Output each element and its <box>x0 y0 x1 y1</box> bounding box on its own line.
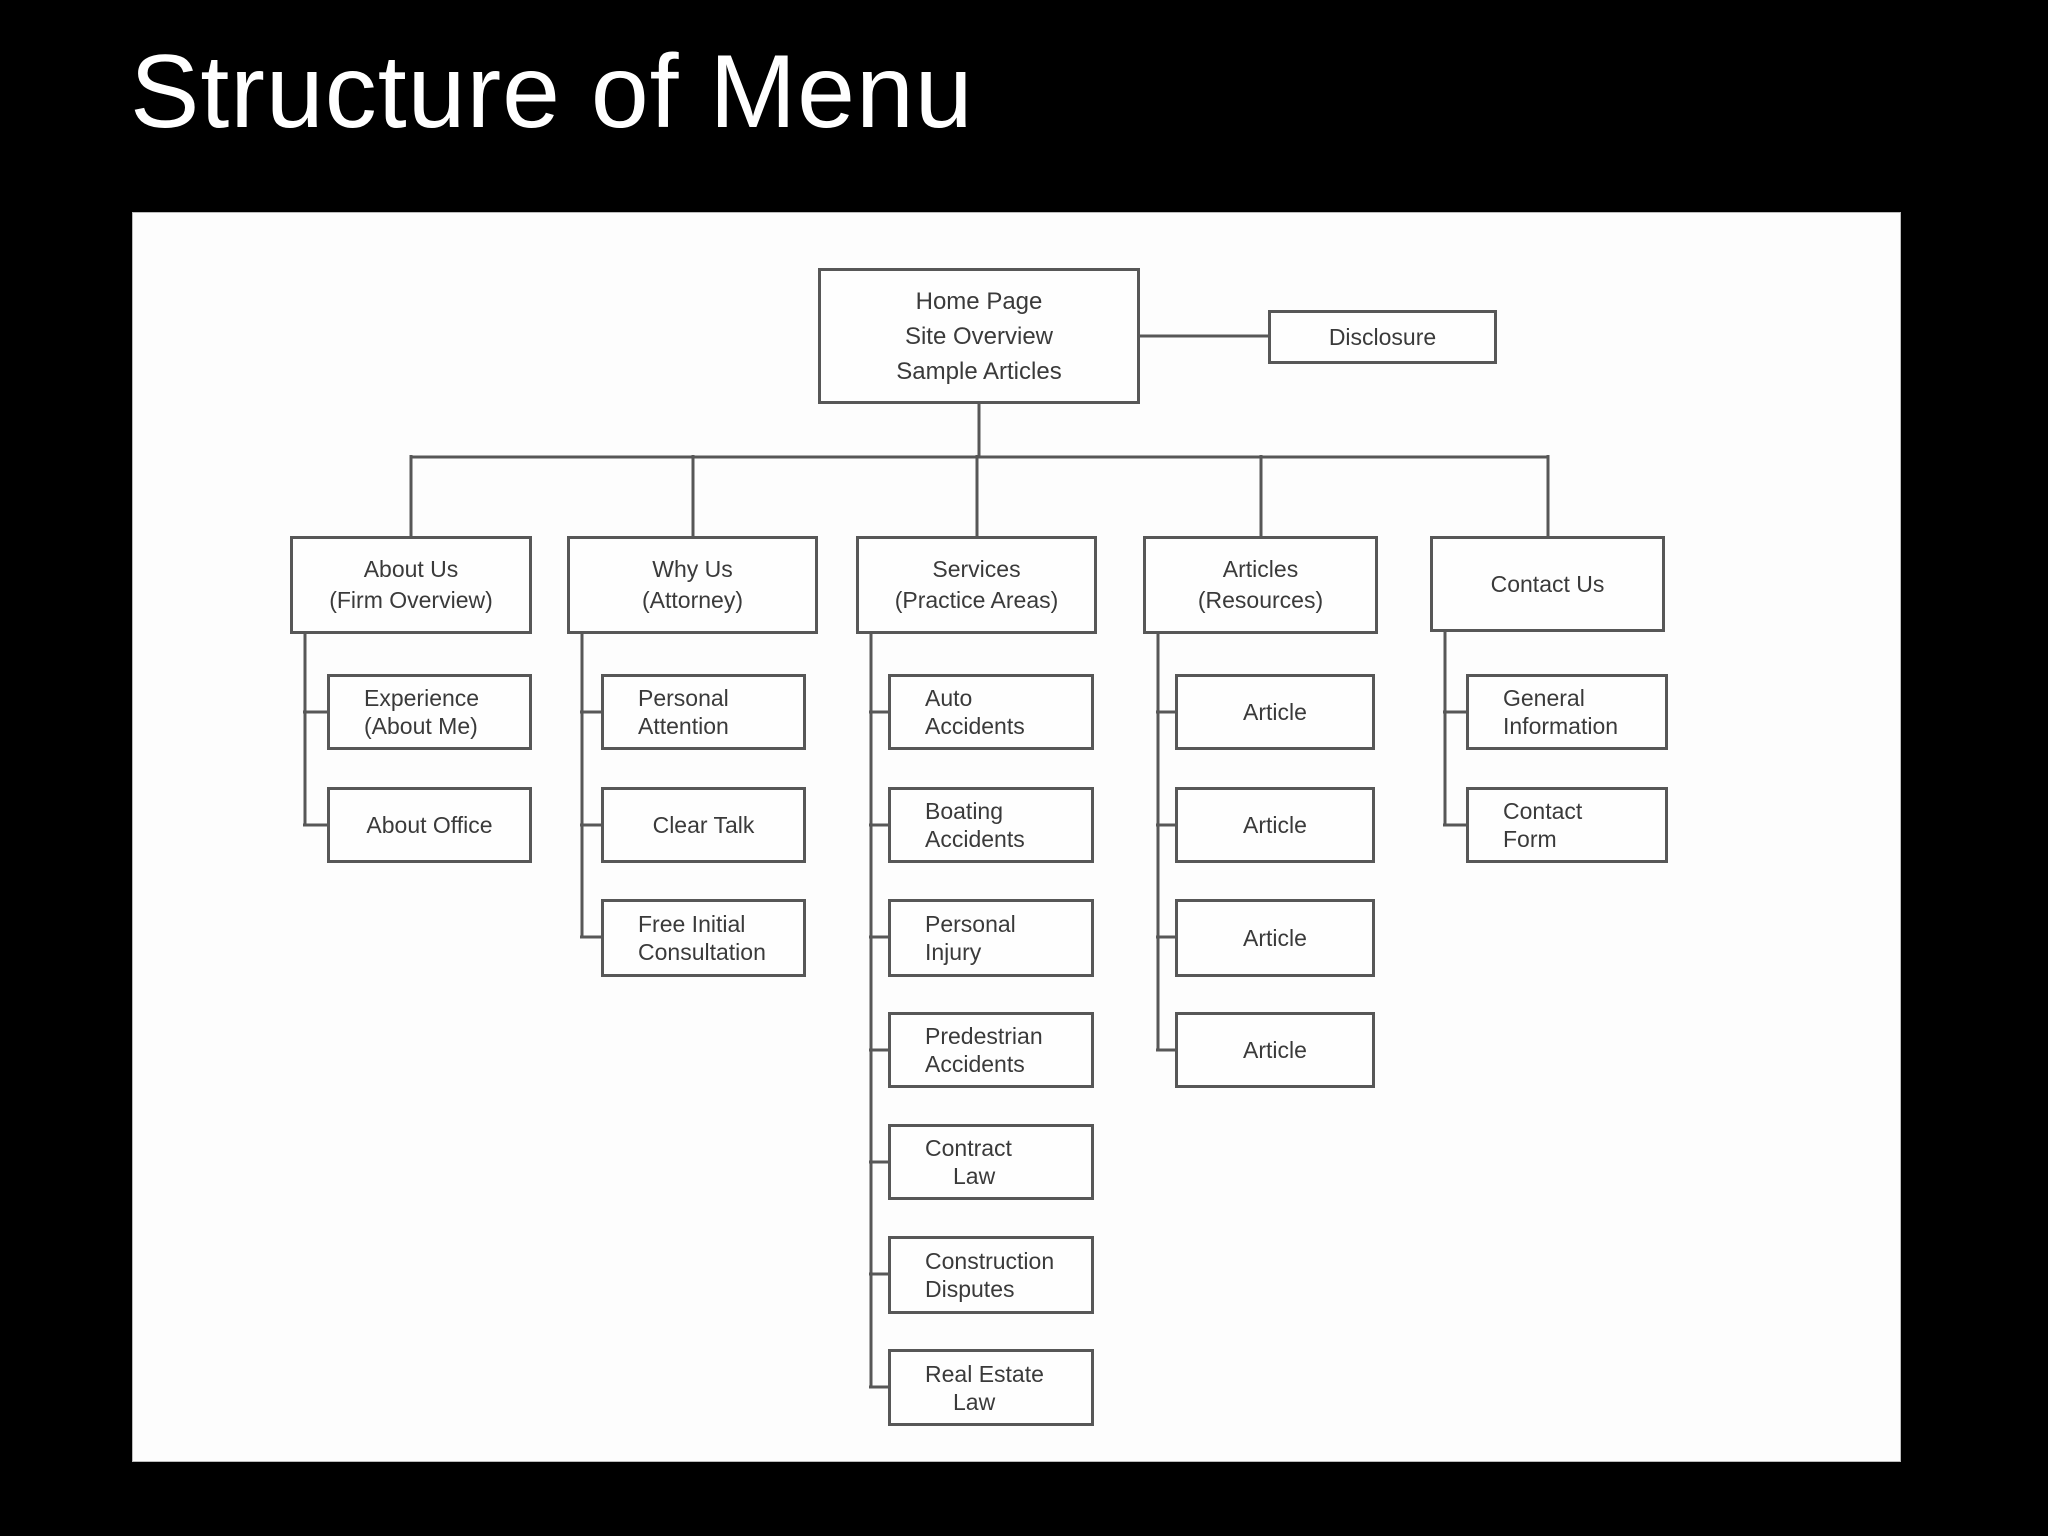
node-label: (Firm Overview) <box>329 587 493 613</box>
node-label: About Us <box>363 556 459 582</box>
node-label: Boating <box>925 798 1004 824</box>
node-label: Article <box>1243 812 1307 838</box>
node-label: Disclosure <box>1328 324 1437 350</box>
node-label: (About Me) <box>364 713 478 739</box>
node-label: Personal <box>925 911 1016 937</box>
node-label: Law <box>953 1163 996 1189</box>
node-label: Contract <box>925 1135 1012 1161</box>
node-label: Clear Talk <box>652 812 755 838</box>
node-label: Predestrian <box>925 1023 1043 1049</box>
node-label: Home Page <box>915 287 1043 315</box>
node-label: (Resources) <box>1197 587 1324 613</box>
node-label: Articles <box>1222 556 1299 582</box>
node-contact-form: Contact Form <box>1466 787 1668 863</box>
node-label: Real Estate <box>925 1360 1044 1387</box>
node-label: Services <box>932 556 1021 582</box>
node-why-us: Why Us (Attorney) <box>567 536 818 634</box>
node-home-page: Home Page Site Overview Sample Articles <box>818 268 1140 404</box>
node-label: Accidents <box>925 1051 1025 1077</box>
node-clear-talk: Clear Talk <box>601 787 806 863</box>
slide-title: Structure of Menu <box>130 34 974 150</box>
node-label: Law <box>953 1388 996 1415</box>
node-label: Article <box>1243 925 1307 951</box>
node-label: Accidents <box>925 713 1025 739</box>
node-article-2: Article <box>1175 787 1375 863</box>
node-disclosure: Disclosure <box>1268 310 1497 364</box>
node-label: Site Overview <box>904 322 1054 350</box>
node-label: Injury <box>925 939 982 965</box>
node-predestrian-accidents: Predestrian Accidents <box>888 1012 1094 1088</box>
node-label: (Practice Areas) <box>894 587 1059 613</box>
node-personal-injury: Personal Injury <box>888 899 1094 977</box>
node-label: Disputes <box>925 1276 1015 1302</box>
node-about-office: About Office <box>327 787 532 863</box>
node-article-1: Article <box>1175 674 1375 750</box>
node-contract-law: Contract Law <box>888 1124 1094 1200</box>
node-label: Form <box>1503 826 1557 852</box>
node-label: Free Initial <box>638 911 746 937</box>
node-label: Contact Us <box>1490 570 1605 597</box>
node-label: Attention <box>638 713 729 739</box>
node-label: Sample Articles <box>896 357 1062 385</box>
node-label: Personal <box>638 685 729 711</box>
node-personal-attention: Personal Attention <box>601 674 806 750</box>
node-general-information: General Information <box>1466 674 1668 750</box>
node-label: Auto <box>925 685 973 711</box>
node-label: Article <box>1243 1037 1307 1063</box>
node-label: About Office <box>366 812 493 838</box>
node-label: General <box>1503 685 1585 711</box>
node-real-estate-law: Real Estate Law <box>888 1349 1094 1426</box>
node-label: Contact <box>1503 798 1583 824</box>
node-articles: Articles (Resources) <box>1143 536 1378 634</box>
node-label: Why Us <box>652 556 733 582</box>
node-services: Services (Practice Areas) <box>856 536 1097 634</box>
node-auto-accidents: Auto Accidents <box>888 674 1094 750</box>
node-label: Article <box>1243 699 1307 725</box>
node-label: (Attorney) <box>642 587 743 613</box>
node-contact-us: Contact Us <box>1430 536 1665 632</box>
node-about-us: About Us (Firm Overview) <box>290 536 532 634</box>
node-article-4: Article <box>1175 1012 1375 1088</box>
node-article-3: Article <box>1175 899 1375 977</box>
node-label: Experience <box>364 685 480 711</box>
node-free-initial-consultation: Free Initial Consultation <box>601 899 806 977</box>
node-label: Accidents <box>925 826 1025 852</box>
node-label: Information <box>1503 713 1619 739</box>
node-label: Construction <box>925 1248 1055 1274</box>
node-boating-accidents: Boating Accidents <box>888 787 1094 863</box>
node-label: Consultation <box>638 939 766 965</box>
node-experience-about-me: Experience (About Me) <box>327 674 532 750</box>
node-construction-disputes: Construction Disputes <box>888 1236 1094 1314</box>
